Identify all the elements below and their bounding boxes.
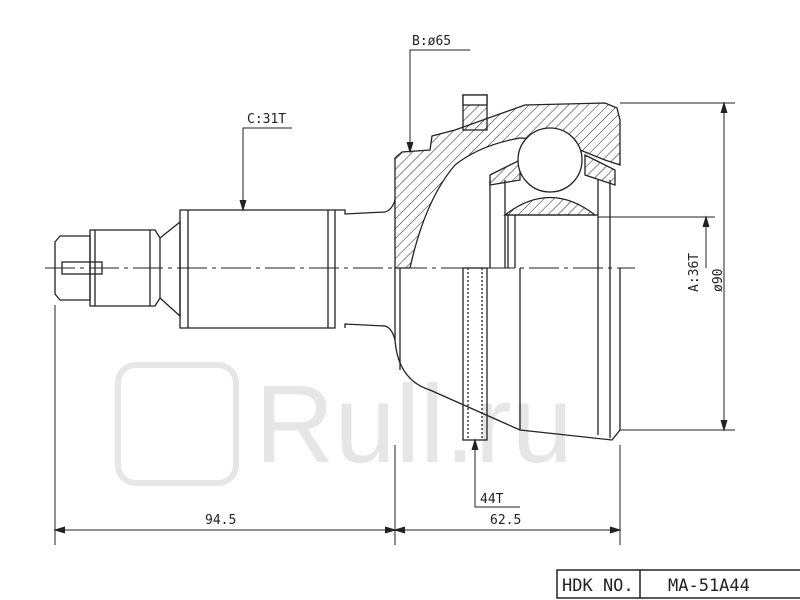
- housing-lower: [394, 268, 621, 441]
- label-length-joint: 62.5: [490, 513, 521, 528]
- title-block: HDK NO. MA-51A44: [556, 569, 800, 599]
- label-diameter-outer: ø90: [711, 269, 726, 292]
- inner-race: [503, 196, 597, 216]
- label-length-shaft: 94.5: [205, 513, 236, 528]
- ball: [517, 127, 583, 193]
- label-spline-c: C:31T: [247, 112, 286, 127]
- label-diameter-b: B:ø65: [412, 34, 451, 49]
- title-block-label: HDK NO.: [562, 576, 634, 596]
- watermark-logo: Rull.ru: [115, 362, 573, 486]
- label-abs-teeth: 44T: [480, 492, 504, 507]
- housing-upper-section: [394, 102, 621, 269]
- shaft-body: [179, 209, 336, 329]
- part-number: MA-51A44: [668, 576, 750, 596]
- label-spline-a: A:36T: [687, 253, 702, 292]
